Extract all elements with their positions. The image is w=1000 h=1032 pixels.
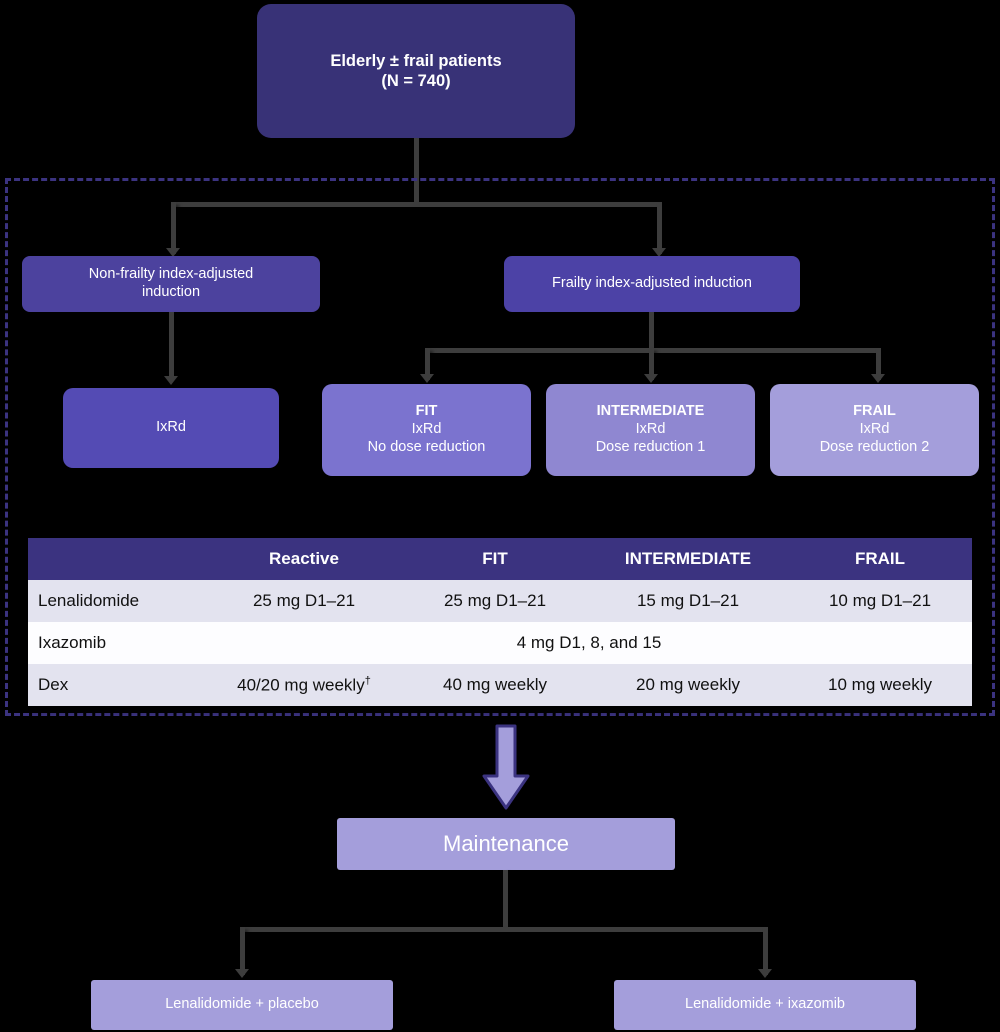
arrowhead-arm-left <box>235 969 249 978</box>
arm-right-label: Lenalidomide + ixazomib <box>685 996 845 1013</box>
induction-phase-frame <box>5 178 995 716</box>
frail-regimen: IxRd <box>859 421 890 438</box>
fit-heading: FIT <box>415 403 438 420</box>
arrowhead-intermediate <box>644 374 658 383</box>
root-node-patients: Elderly ± frail patients (N = 740) <box>257 4 575 138</box>
frail-detail: Dose reduction 2 <box>819 438 930 455</box>
arrowhead-frail <box>871 374 885 383</box>
ixrd-regimen: IxRd <box>156 419 186 436</box>
arrowhead-nonfrailty <box>166 248 180 257</box>
connector-arm-right-drop <box>763 927 768 975</box>
cell-dex-frail: 10 mg weekly <box>788 664 972 706</box>
connector-frailty-stem <box>649 312 654 352</box>
cell-lenalidomide-fit: 25 mg D1–21 <box>402 580 588 622</box>
arrowhead-frailty <box>652 248 666 257</box>
table-header-blank <box>28 538 206 580</box>
fit-detail: No dose reduction <box>367 438 486 455</box>
table-header-intermediate: INTERMEDIATE <box>588 538 788 580</box>
cell-lenalidomide-intermediate: 15 mg D1–21 <box>588 580 788 622</box>
connector-frailty-drop-fit <box>425 348 430 380</box>
cell-dex-intermediate: 20 mg weekly <box>588 664 788 706</box>
node-intermediate-group: INTERMEDIATE IxRd Dose reduction 1 <box>546 384 755 476</box>
connector-tier2-bar <box>171 202 662 207</box>
table-header-frail: FRAIL <box>788 538 972 580</box>
connector-tier2-right-drop <box>657 202 662 254</box>
node-frailty-induction: Frailty index-adjusted induction <box>504 256 800 312</box>
arrowhead-fit <box>420 374 434 383</box>
table-row: Dex 40/20 mg weekly† 40 mg weekly 20 mg … <box>28 664 972 706</box>
node-fit-group: FIT IxRd No dose reduction <box>322 384 531 476</box>
intermediate-heading: INTERMEDIATE <box>596 403 705 420</box>
table-header-fit: FIT <box>402 538 588 580</box>
cell-dex-reactive: 40/20 mg weekly† <box>206 664 402 706</box>
arrowhead-arm-right <box>758 969 772 978</box>
connector-maintenance-stem <box>503 870 508 930</box>
node-non-frailty-induction: Non-frailty index-adjusted induction <box>22 256 320 312</box>
root-line-2: (N = 740) <box>381 72 451 90</box>
table-row: Lenalidomide 25 mg D1–21 25 mg D1–21 15 … <box>28 580 972 622</box>
connector-frailty-drop-intermediate <box>649 348 654 380</box>
node-frail-group: FRAIL IxRd Dose reduction 2 <box>770 384 979 476</box>
intermediate-detail: Dose reduction 1 <box>595 438 706 455</box>
connector-frailty-drop-frail <box>876 348 881 380</box>
cell-ixazomib-all-groups: 4 mg D1, 8, and 15 <box>206 622 972 664</box>
node-arm-lenalidomide-placebo: Lenalidomide + placebo <box>91 980 393 1030</box>
dagger-footnote-marker: † <box>364 674 371 687</box>
row-label-dex: Dex <box>28 664 206 706</box>
cell-lenalidomide-reactive: 25 mg D1–21 <box>206 580 402 622</box>
intermediate-regimen: IxRd <box>635 421 666 438</box>
connector-nonfrailty-to-ixrd <box>169 312 174 380</box>
connector-tier2-left-drop <box>171 202 176 254</box>
frailty-line-1: Frailty index-adjusted induction <box>552 275 752 292</box>
connector-root-stem <box>414 138 419 206</box>
dose-table: Reactive FIT INTERMEDIATE FRAIL Lenalido… <box>28 538 972 706</box>
down-arrow-icon <box>482 724 530 810</box>
connector-arm-left-drop <box>240 927 245 975</box>
cell-dex-fit: 40 mg weekly <box>402 664 588 706</box>
connector-arms-bar <box>240 927 768 932</box>
row-label-ixazomib: Ixazomib <box>28 622 206 664</box>
row-label-lenalidomide: Lenalidomide <box>28 580 206 622</box>
table-row: Ixazomib 4 mg D1, 8, and 15 <box>28 622 972 664</box>
table-header-reactive: Reactive <box>206 538 402 580</box>
non-frailty-line-2: induction <box>141 284 201 300</box>
arrowhead-ixrd <box>164 376 178 385</box>
non-frailty-line-1: Non-frailty index-adjusted <box>88 266 254 283</box>
node-arm-lenalidomide-ixazomib: Lenalidomide + ixazomib <box>614 980 916 1030</box>
maintenance-label: Maintenance <box>443 830 569 856</box>
table-header-row: Reactive FIT INTERMEDIATE FRAIL <box>28 538 972 580</box>
fit-regimen: IxRd <box>411 421 442 438</box>
cell-dex-reactive-text: 40/20 mg weekly <box>237 675 365 695</box>
frail-heading: FRAIL <box>853 403 896 420</box>
node-maintenance: Maintenance <box>337 818 675 870</box>
root-line-1: Elderly ± frail patients <box>330 51 502 70</box>
arm-left-label: Lenalidomide + placebo <box>165 996 319 1013</box>
cell-lenalidomide-frail: 10 mg D1–21 <box>788 580 972 622</box>
node-reactive-ixrd: IxRd <box>63 388 279 468</box>
